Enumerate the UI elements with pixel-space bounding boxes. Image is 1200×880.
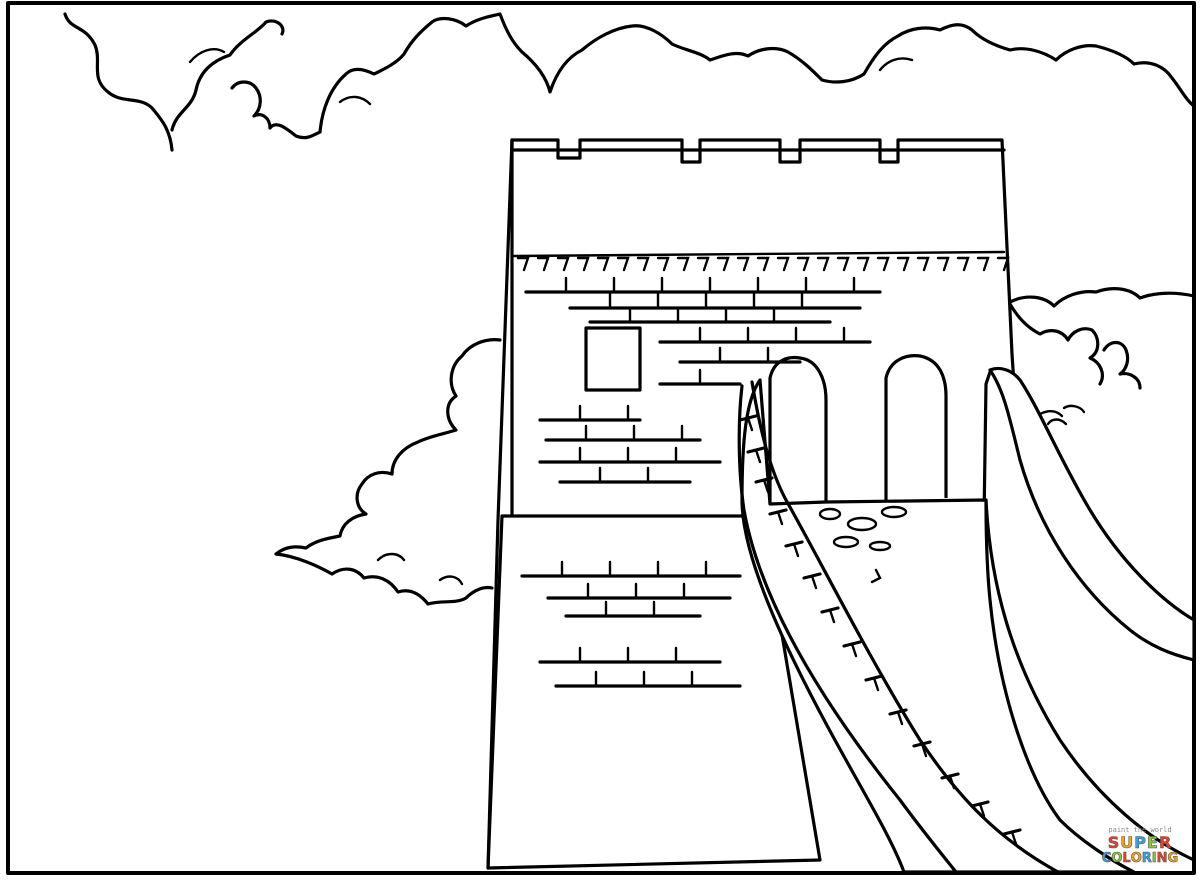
parapet-block-tick: [810, 574, 818, 590]
dentil: [516, 256, 530, 272]
dentil: [676, 256, 690, 272]
parapet-inner: [750, 380, 1060, 874]
dentil: [656, 256, 670, 272]
parapet-block-tick: [776, 510, 784, 526]
arch-doorway-left: [768, 355, 828, 506]
wall-right: [988, 366, 1196, 662]
dentil: [576, 256, 590, 272]
dentil: [876, 256, 890, 272]
dentil: [736, 256, 750, 272]
dentil-base: [512, 250, 1006, 258]
parapet-block-tick: [850, 642, 858, 658]
watermark-tagline: paint the world: [1108, 826, 1172, 834]
parapet-block-tick: [828, 608, 836, 624]
dentil: [556, 256, 570, 272]
cobblestones: [818, 505, 908, 584]
tower-left-edge: [486, 138, 514, 870]
dentil: [616, 256, 630, 272]
watermark-letter: N: [1156, 851, 1168, 866]
dentil: [696, 256, 710, 272]
watermark-letter: U: [1120, 833, 1135, 852]
watermark-letter: G: [1167, 851, 1179, 866]
dentil: [596, 256, 610, 272]
cloud-top-detail: [188, 48, 914, 106]
parapet-block-tick: [896, 710, 904, 726]
cloud-right-detail: [1038, 404, 1086, 426]
watermark-letter: L: [1122, 851, 1131, 866]
cloud-left: [274, 338, 502, 606]
parapet-block-tick: [948, 774, 956, 790]
dentil: [996, 256, 1010, 272]
dentil: [816, 256, 830, 272]
watermark-logo: paint the world SUPER COLORING: [1098, 826, 1182, 872]
arch-doorway-right: [884, 354, 948, 500]
watermark-line2: COLORING: [1098, 851, 1182, 866]
cloud-left-detail: [376, 552, 464, 586]
parapet-block-tick: [762, 478, 770, 494]
parapet-block-tick: [872, 676, 880, 692]
tower-window: [584, 326, 642, 392]
parapet-block-tick: [1010, 830, 1018, 846]
cloud-top: [63, 12, 1196, 152]
dentil: [536, 256, 550, 272]
watermark-letter: C: [1101, 851, 1112, 866]
dentil: [916, 256, 930, 272]
dentil: [636, 256, 650, 272]
dentil: [856, 256, 870, 272]
dentil-row: [512, 250, 1010, 272]
dentil: [776, 256, 790, 272]
watermark-letter: S: [1107, 833, 1121, 852]
dentil: [976, 256, 990, 272]
watermark-letter: O: [1130, 851, 1142, 866]
dentil: [756, 256, 770, 272]
parapet-block-tick: [920, 742, 928, 758]
brick-pattern: [520, 276, 882, 688]
cloud-right: [1008, 287, 1196, 390]
parapet-blocks: [738, 414, 1022, 846]
watermark-letter: R: [1141, 851, 1152, 866]
parapet-block-tick: [754, 448, 762, 464]
dentil: [936, 256, 950, 272]
dentil: [716, 256, 730, 272]
dentil: [796, 256, 810, 272]
watermark-letter: R: [1158, 833, 1173, 852]
parapet-block-tick: [746, 416, 754, 432]
watermark-letter: I: [1151, 851, 1157, 866]
dentil: [836, 256, 850, 272]
watermark-letter: P: [1134, 833, 1147, 852]
dentil: [956, 256, 970, 272]
parapet-block-tick: [792, 542, 800, 558]
wall-right-edge: [984, 498, 1196, 862]
watermark-letter: E: [1147, 833, 1159, 852]
dentil: [896, 256, 910, 272]
parapet-outer: [737, 384, 958, 874]
parapet-block-tick: [978, 802, 986, 818]
watermark-letter: O: [1111, 851, 1123, 866]
watermark-line1: SUPER: [1098, 833, 1182, 852]
page-frame: [6, 1, 1196, 875]
